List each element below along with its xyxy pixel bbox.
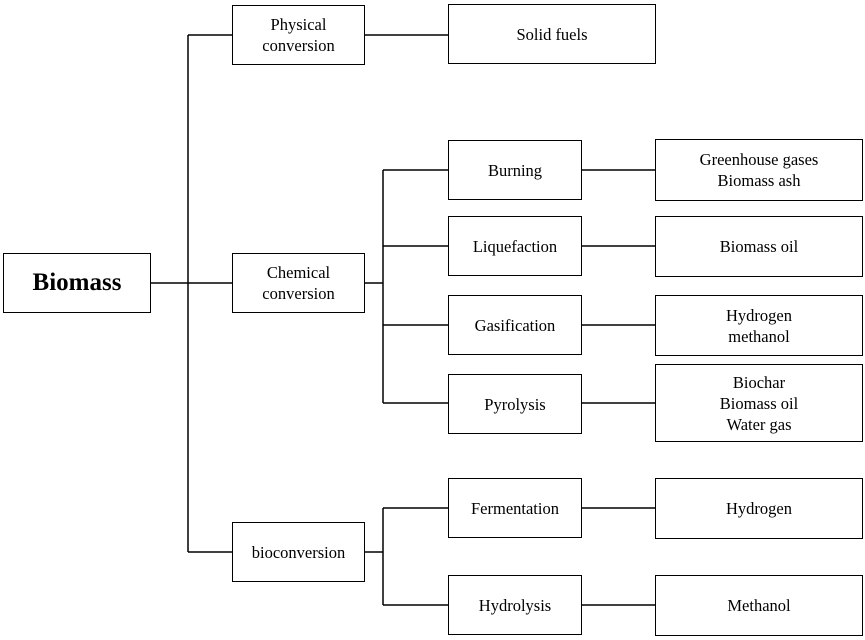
hydrolysis-label: Hydrolysis bbox=[478, 595, 552, 615]
hydrolysis-methanol-label: Methanol bbox=[727, 596, 791, 615]
fermentation-label: Fermentation bbox=[471, 498, 559, 518]
biomass-ash-label: Biomass ash bbox=[717, 171, 801, 190]
burning-node: Burning bbox=[448, 140, 582, 200]
physical-conversion-line-2: conversion bbox=[262, 36, 335, 55]
biomass-oil-label: Biomass oil bbox=[719, 237, 799, 256]
physical-conversion-node: Physical conversion bbox=[232, 5, 365, 65]
hydrolysis-product-node: Methanol bbox=[655, 575, 863, 636]
pyrolysis-biomass-oil-label: Biomass oil bbox=[719, 393, 799, 413]
liquefaction-label: Liquefaction bbox=[472, 236, 558, 256]
water-gas-label: Water gas bbox=[726, 414, 792, 434]
bioconversion-node: bioconversion bbox=[232, 522, 365, 582]
biochar-label: Biochar bbox=[732, 372, 786, 392]
solid-fuels-label: Solid fuels bbox=[516, 24, 588, 44]
liquefaction-node: Liquefaction bbox=[448, 216, 582, 276]
greenhouse-gases-label: Greenhouse gases bbox=[699, 150, 819, 169]
hydrogen-label: Hydrogen bbox=[726, 305, 792, 325]
liquefaction-product-node: Biomass oil bbox=[655, 216, 863, 277]
methanol-label: methanol bbox=[728, 326, 790, 346]
chemical-conversion-node: Chemical conversion bbox=[232, 253, 365, 313]
fermentation-hydrogen-label: Hydrogen bbox=[726, 499, 792, 518]
bioconversion-label: bioconversion bbox=[251, 542, 346, 562]
physical-conversion-line-1: Physical bbox=[270, 15, 327, 34]
solid-fuels-node: Solid fuels bbox=[448, 4, 656, 64]
gasification-product-node: Hydrogen methanol bbox=[655, 295, 863, 356]
biomass-label: Biomass bbox=[32, 269, 122, 296]
gasification-label: Gasification bbox=[474, 315, 556, 335]
burning-label: Burning bbox=[487, 160, 543, 180]
pyrolysis-product-node: Biochar Biomass oil Water gas bbox=[655, 364, 863, 442]
gasification-node: Gasification bbox=[448, 295, 582, 355]
fermentation-product-node: Hydrogen bbox=[655, 478, 863, 539]
biomass-root-node: Biomass bbox=[3, 253, 151, 313]
chemical-conversion-line-1: Chemical bbox=[266, 263, 331, 282]
chemical-conversion-line-2: conversion bbox=[262, 284, 335, 303]
pyrolysis-node: Pyrolysis bbox=[448, 374, 582, 434]
pyrolysis-label: Pyrolysis bbox=[484, 394, 546, 414]
burning-product-node: Greenhouse gases Biomass ash bbox=[655, 139, 863, 201]
fermentation-node: Fermentation bbox=[448, 478, 582, 538]
hydrolysis-node: Hydrolysis bbox=[448, 575, 582, 635]
